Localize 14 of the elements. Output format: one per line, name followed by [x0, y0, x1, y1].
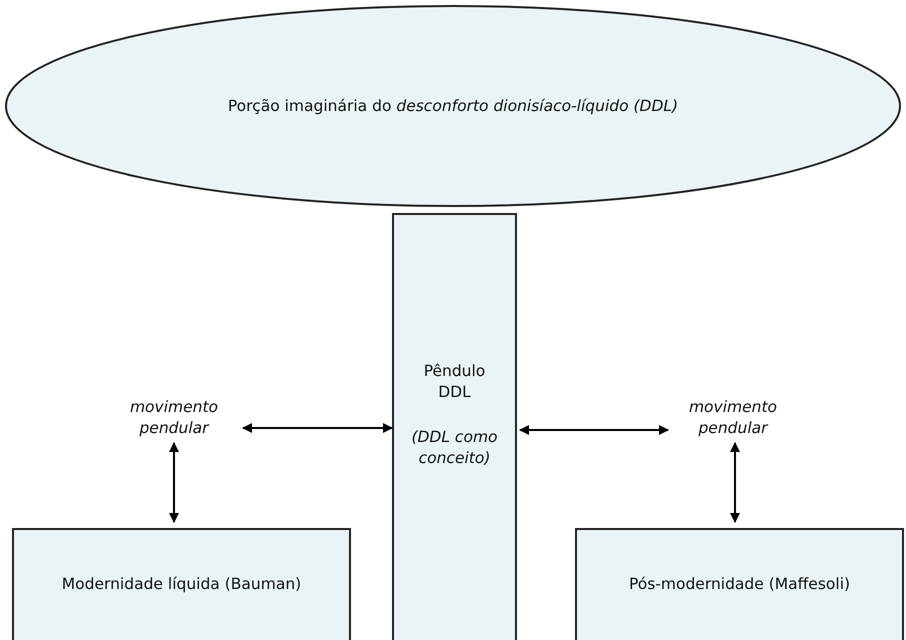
node-label: (DDL como conceito)	[410, 426, 499, 469]
node-label: movimento pendular	[128, 397, 220, 439]
double-arrow	[169, 442, 179, 523]
double-arrow	[242, 423, 393, 433]
node-label: Porção imaginária do desconforto dionisíaco-líquido (DDL)	[228, 96, 678, 116]
node-label: Pêndulo DDL	[422, 361, 486, 403]
process-box	[575, 528, 904, 640]
double-arrow	[730, 442, 740, 523]
pendulum-column	[392, 213, 517, 640]
node-label: Modernidade líquida (Bauman)	[62, 574, 302, 595]
process-box	[12, 528, 351, 640]
node-label: movimento pendular	[688, 397, 778, 439]
double-arrow	[519, 425, 669, 435]
node-label: Pós-modernidade (Maffesoli)	[628, 574, 850, 595]
